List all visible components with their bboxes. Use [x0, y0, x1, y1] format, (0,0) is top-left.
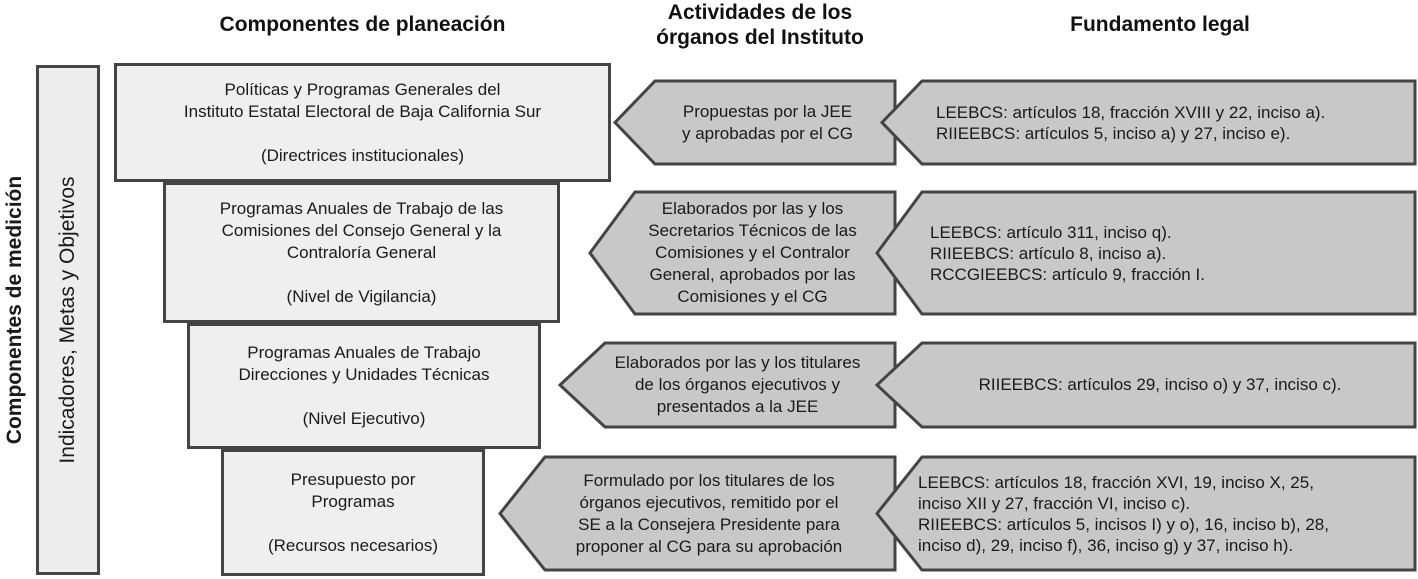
legal-4-line4: inciso d), 29, inciso f), 36, inciso g) … [918, 535, 1294, 555]
activity-1-line2: y aprobadas por el CG [681, 123, 854, 143]
planning-box-2-level: (Nivel de Vigilancia) [286, 286, 437, 306]
legal-3-line1: RIIEEBCS: artículos 29, inciso o) y 37, … [978, 375, 1342, 394]
planning-box-3-line1: Programas Anuales de Trabajo [247, 343, 481, 362]
activity-text-2: Elaborados por las y los Secretarios Téc… [615, 192, 890, 314]
legal-arrow-1 [879, 79, 1417, 166]
activity-arrow-2 [588, 190, 897, 316]
activity-text-1: Propuestas por la JEE y aprobadas por el… [645, 81, 890, 164]
activity-text-3: Elaborados por las y los titulares de lo… [585, 343, 890, 427]
planning-box-4-line2: Programas [311, 491, 395, 511]
legal-arrow-2 [875, 190, 1417, 316]
planning-box-1-level: (Directrices institucionales) [260, 145, 465, 165]
activity-arrow-1 [612, 79, 897, 166]
legal-1-line2: RIIEEBCS: artículos 5, inciso a) y 27, i… [936, 123, 1291, 143]
header-activities-line1: Actividades de los [667, 1, 853, 24]
activity-2-line5: Comisiones y el CG [677, 287, 828, 306]
planning-box-4-level: (Recursos necesarios) [267, 535, 439, 555]
legal-2-line2: RIIEEBCS: artículo 8, inciso a). [930, 243, 1167, 263]
planning-box-1-line2: Instituto Estatal Electoral de Baja Cali… [183, 101, 542, 121]
activity-1-line1: Propuestas por la JEE [682, 101, 853, 121]
side-label-inner-box: Indicadores, Metas y Objetivos [36, 65, 100, 575]
activity-4-line4: proponer al CG para su aprobación [575, 536, 843, 556]
activity-4-line3: SE a la Consejera Presidente para [578, 514, 840, 534]
legal-4-line3: RIIEEBCS: artículos 5, incisos I) y o), … [918, 514, 1329, 534]
planning-box-2-line3: Contraloría General [286, 242, 437, 262]
legal-1-line1: LEEBCS: artículos 18, fracción XVIII y 2… [936, 102, 1326, 122]
planning-box-2-line2: Comisiones del Consejo General y la [221, 220, 502, 240]
activity-4-line1: Formulado por los titulares de los [583, 470, 835, 490]
planning-box-4: Presupuesto por Programas (Recursos nece… [221, 449, 485, 576]
legal-arrow-3 [874, 341, 1417, 429]
legal-text-3: RIIEEBCS: artículos 29, inciso o) y 37, … [910, 343, 1410, 427]
header-legal: Fundamento legal [1070, 13, 1250, 36]
legal-4-line2: inciso XII y 27, fracción VI, inciso c). [918, 493, 1191, 513]
planning-box-3: Programas Anuales de Trabajo Direcciones… [187, 323, 541, 449]
planning-box-3-level: (Nivel Ejecutivo) [302, 409, 426, 428]
legal-text-1: LEEBCS: artículos 18, fracción XVIII y 2… [936, 81, 1411, 164]
activity-2-line4: General, aprobados por las [649, 265, 856, 284]
activity-2-line1: Elaborados por las y los [661, 199, 844, 218]
planning-box-2-line1: Programas Anuales de Trabajo de las [219, 198, 504, 218]
activity-2-line3: Comisiones y el Contralor [655, 243, 850, 262]
planning-box-3-line2: Direcciones y Unidades Técnicas [238, 365, 490, 384]
activity-3-line1: Elaborados por las y los titulares [614, 353, 861, 372]
legal-arrow-4 [875, 455, 1417, 572]
activity-arrow-4 [498, 455, 897, 572]
legal-4-line1: LEEBCS: artículos 18, fracción XVI, 19, … [918, 472, 1314, 492]
header-activities-line2: órganos del Instituto [656, 26, 864, 49]
legal-text-2: LEEBCS: artículo 311, inciso q). RIIEEBC… [930, 192, 1410, 314]
legal-text-4: LEEBCS: artículos 18, fracción XVI, 19, … [918, 457, 1413, 570]
legal-2-line1: LEEBCS: artículo 311, inciso q). [930, 222, 1172, 242]
activity-text-4: Formulado por los titulares de los órgan… [528, 457, 890, 570]
header-planning: Componentes de planeación [219, 13, 506, 36]
header-activities: Actividades de los órganos del Instituto [600, 0, 920, 50]
activity-4-line2: órganos ejecutivos, remitido por el [579, 492, 839, 512]
activity-2-line2: Secretarios Técnicos de las [648, 221, 857, 240]
activity-arrow-3 [557, 341, 897, 429]
planning-box-1-line1: Políticas y Programas Generales del [224, 79, 501, 99]
activity-3-line3: presentados a la JEE [656, 397, 819, 416]
planning-box-2: Programas Anuales de Trabajo de las Comi… [163, 182, 560, 323]
planning-box-1: Políticas y Programas Generales del Inst… [114, 63, 611, 182]
legal-2-line3: RCCGIEEBCS: artículo 9, fracción I. [930, 264, 1205, 284]
activity-3-line2: de los órganos ejecutivos y [634, 375, 841, 394]
planning-box-4-line1: Presupuesto por [290, 469, 416, 489]
